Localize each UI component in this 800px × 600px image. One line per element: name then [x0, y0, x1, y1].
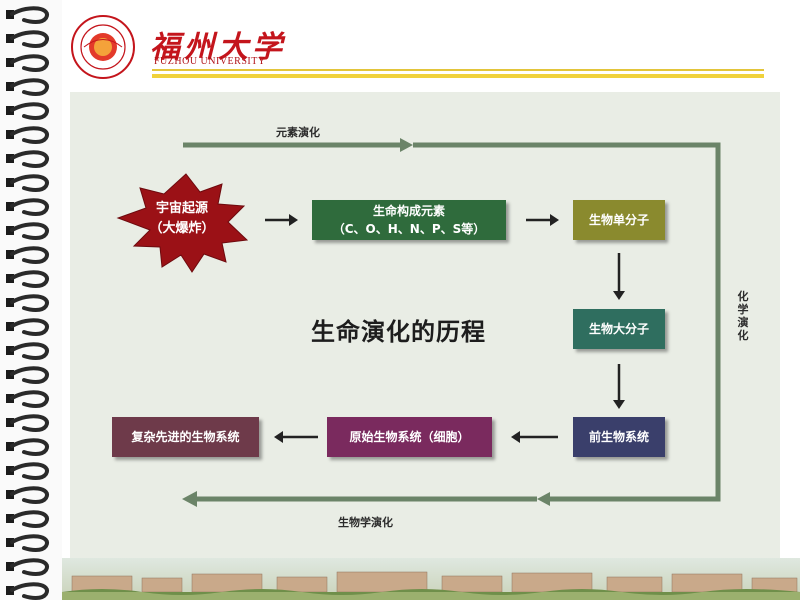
node-complex-biological-system: 复杂先进的生物系统 — [112, 417, 259, 457]
node-protocell-system: 原始生物系统（细胞） — [327, 417, 492, 457]
binding-ring — [10, 534, 49, 552]
binding-ring — [10, 462, 49, 480]
node-universe-origin: 宇宙起源 （大爆炸） — [132, 199, 232, 239]
binding-hole — [6, 82, 14, 91]
binding-hole — [6, 394, 14, 403]
binding-hole — [6, 34, 14, 43]
binding-hole — [6, 178, 14, 187]
binding-ring — [10, 366, 49, 384]
node-universe-origin-title: 宇宙起源 — [155, 201, 208, 216]
node-universe-origin-subtitle: （大爆炸） — [149, 221, 215, 236]
binding-hole — [6, 346, 14, 355]
binding-hole — [6, 586, 14, 595]
binding-ring — [10, 174, 49, 192]
binding-hole — [6, 418, 14, 427]
binding-hole — [6, 514, 14, 523]
biological-evolution-arrowhead — [182, 491, 197, 507]
big-bang-burst — [116, 173, 249, 273]
binding-ring — [10, 486, 49, 504]
biological-evolution-label: 生物学演化 — [338, 516, 393, 529]
binding-hole — [6, 538, 14, 547]
arrow-pre-to-protocell-head — [511, 431, 520, 443]
spiral-binding — [0, 0, 62, 600]
header-rule — [152, 69, 764, 71]
node-life-elements-title: 生命构成元素 — [372, 204, 445, 218]
binding-ring — [10, 126, 49, 144]
node-pre-biological-system: 前生物系统 — [573, 417, 665, 457]
binding-hole — [6, 106, 14, 115]
binding-ring — [10, 198, 49, 216]
header-rule-thick — [152, 74, 764, 78]
binding-ring — [10, 558, 49, 576]
elemental-evolution-arrowhead — [400, 138, 413, 152]
binding-ring — [10, 390, 49, 408]
arrow-small-to-macro-head — [613, 291, 625, 300]
chemical-evolution-arrowhead — [537, 492, 550, 506]
slide-header: 福州大学 FUZHOU UNIVERSITY — [62, 0, 800, 90]
binding-ring — [10, 246, 49, 264]
arrow-elements-to-small-molecules-head — [550, 214, 559, 226]
binding-ring — [10, 414, 49, 432]
binding-ring — [10, 78, 49, 96]
binding-ring — [10, 6, 49, 24]
binding-hole — [6, 130, 14, 139]
binding-hole — [6, 298, 14, 307]
binding-ring — [10, 102, 49, 120]
binding-ring — [10, 294, 49, 312]
binding-ring — [10, 30, 49, 48]
binding-ring — [10, 438, 49, 456]
node-life-elements-subtitle: （C、O、H、N、P、S等） — [332, 222, 486, 236]
binding-hole — [6, 490, 14, 499]
binding-ring — [10, 54, 49, 72]
university-seal-logo — [71, 15, 135, 79]
binding-hole — [6, 154, 14, 163]
node-small-molecules: 生物单分子 — [573, 200, 665, 240]
binding-ring — [10, 222, 49, 240]
spiral-binding-rings — [6, 6, 49, 600]
arrow-protocell-to-complex-head — [274, 431, 283, 443]
binding-hole — [6, 226, 14, 235]
node-macromolecules: 生物大分子 — [573, 309, 665, 349]
arrow-macro-to-pre-head — [613, 400, 625, 409]
campus-photo-strip — [62, 558, 800, 600]
arrow-origin-to-elements-head — [289, 214, 298, 226]
binding-hole — [6, 202, 14, 211]
binding-ring — [10, 582, 49, 600]
binding-hole — [6, 58, 14, 67]
binding-ring — [10, 342, 49, 360]
binding-hole — [6, 274, 14, 283]
binding-hole — [6, 250, 14, 259]
elemental-evolution-label: 元素演化 — [276, 126, 320, 139]
chemical-evolution-label: 化学演化 — [737, 290, 749, 342]
binding-hole — [6, 442, 14, 451]
binding-hole — [6, 10, 14, 19]
diagram-title: 生命演化的历程 — [311, 318, 486, 346]
binding-ring — [10, 510, 49, 528]
binding-hole — [6, 466, 14, 475]
chemical-evolution-path — [413, 142, 721, 502]
university-name-cn: 福州大学 — [150, 30, 286, 65]
binding-ring — [10, 318, 49, 336]
node-life-elements: 生命构成元素 （C、O、H、N、P、S等） — [312, 200, 506, 240]
binding-hole — [6, 562, 14, 571]
university-name-en: FUZHOU UNIVERSITY — [154, 56, 266, 67]
binding-hole — [6, 370, 14, 379]
binding-ring — [10, 270, 49, 288]
binding-hole — [6, 322, 14, 331]
binding-ring — [10, 150, 49, 168]
